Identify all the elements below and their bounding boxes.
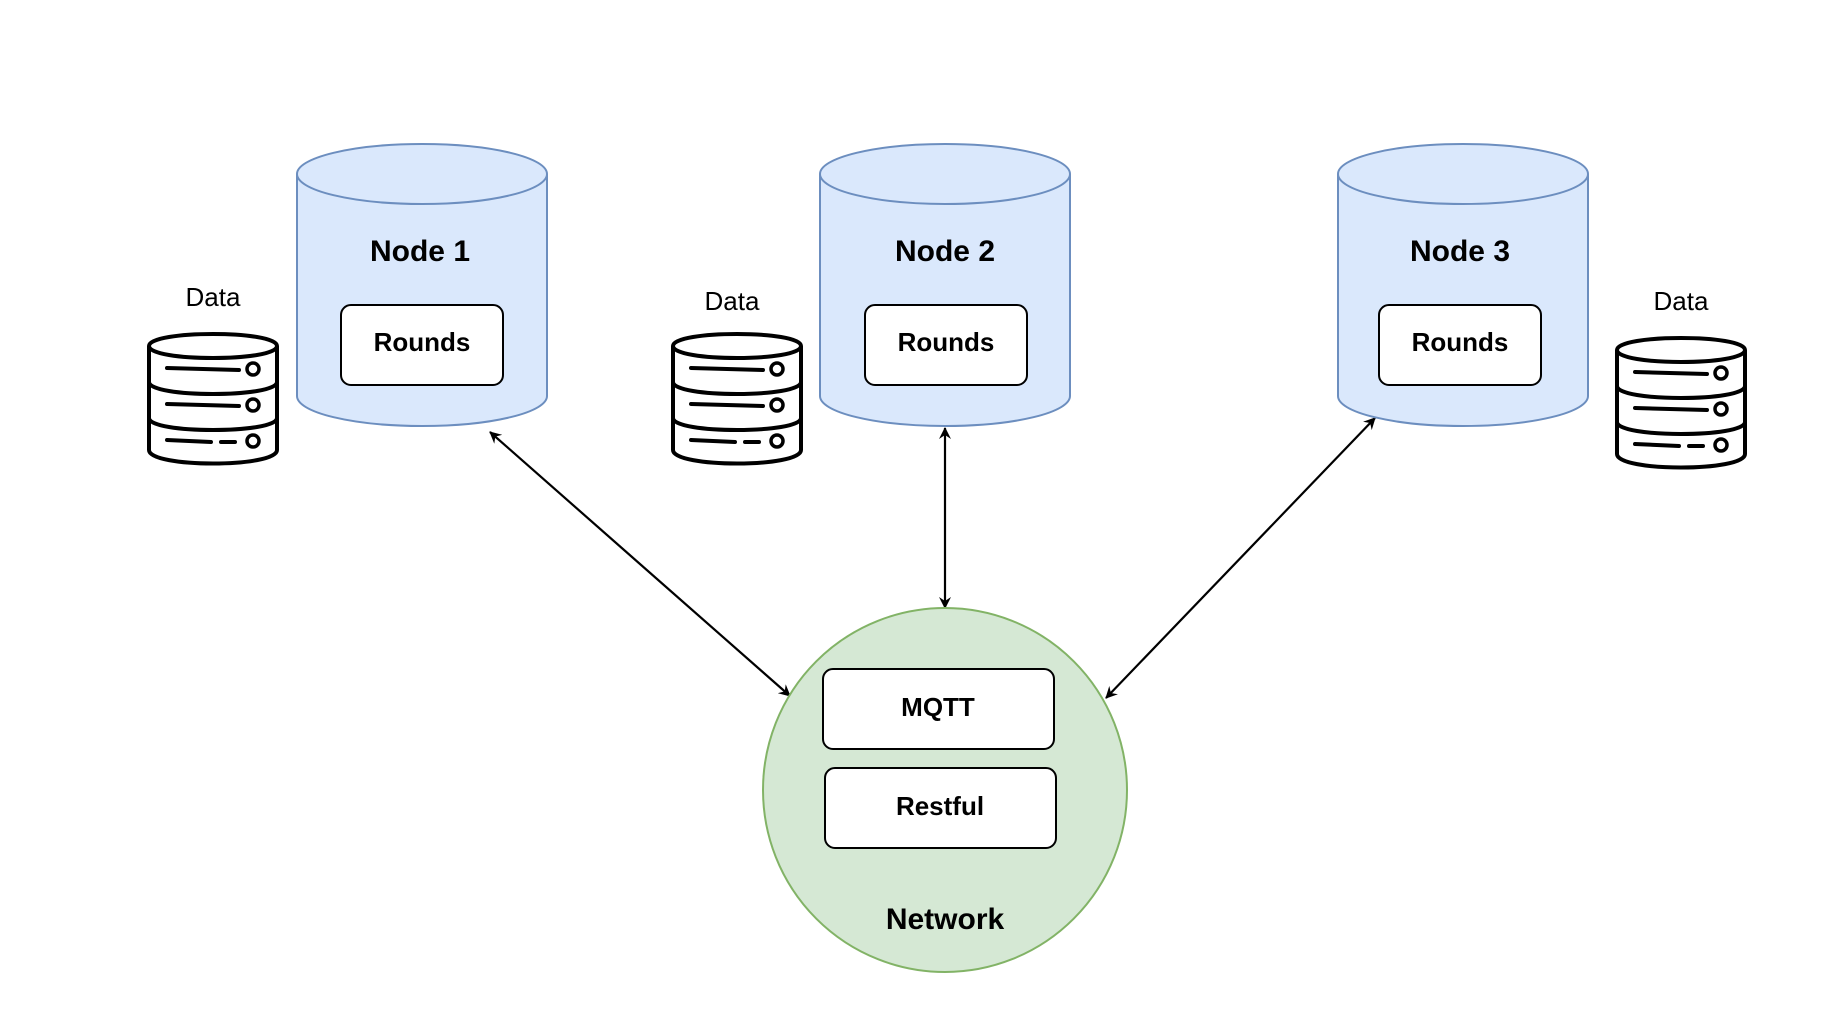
mqtt-label: MQTT <box>901 692 975 722</box>
database-server-icon <box>671 332 803 466</box>
data-label: Data <box>705 286 760 316</box>
data-store-node3: Data <box>1615 286 1747 470</box>
data-label: Data <box>1654 286 1709 316</box>
restful-box[interactable] <box>824 767 1057 849</box>
node-cylinder-top <box>819 143 1071 205</box>
connections <box>489 417 1376 699</box>
rounds-label: Rounds <box>898 327 995 357</box>
network-title: Network <box>886 903 1005 936</box>
node-cylinder <box>296 174 548 427</box>
node-cylinder-top <box>296 143 548 205</box>
restful-label: Restful <box>896 791 984 821</box>
data-label: Data <box>186 282 241 312</box>
network[interactable]: MQTT Restful Network <box>762 607 1128 973</box>
rounds-label: Rounds <box>1412 327 1509 357</box>
database-server-icon <box>1615 336 1747 470</box>
rounds-box[interactable] <box>1378 304 1542 386</box>
node-cylinder-top <box>1337 143 1589 205</box>
rounds-label: Rounds <box>374 327 471 357</box>
node-title: Node 2 <box>895 235 995 268</box>
connection-node1-network <box>489 431 791 697</box>
node-2[interactable]: Node 2 Rounds <box>819 143 1071 427</box>
data-store-node1: Data <box>147 282 279 466</box>
mqtt-box[interactable] <box>822 668 1055 750</box>
node-cylinder <box>819 174 1071 427</box>
rounds-box[interactable] <box>864 304 1028 386</box>
node-cylinder <box>1337 174 1589 427</box>
node-title: Node 1 <box>370 235 470 268</box>
node-3[interactable]: Node 3 Rounds <box>1337 143 1589 427</box>
node-1[interactable]: Node 1 Rounds <box>296 143 548 427</box>
node-title: Node 3 <box>1410 235 1510 268</box>
database-server-icon <box>147 332 279 466</box>
rounds-box[interactable] <box>340 304 504 386</box>
data-store-node2: Data <box>671 286 803 466</box>
connection-node3-network <box>1105 417 1376 699</box>
